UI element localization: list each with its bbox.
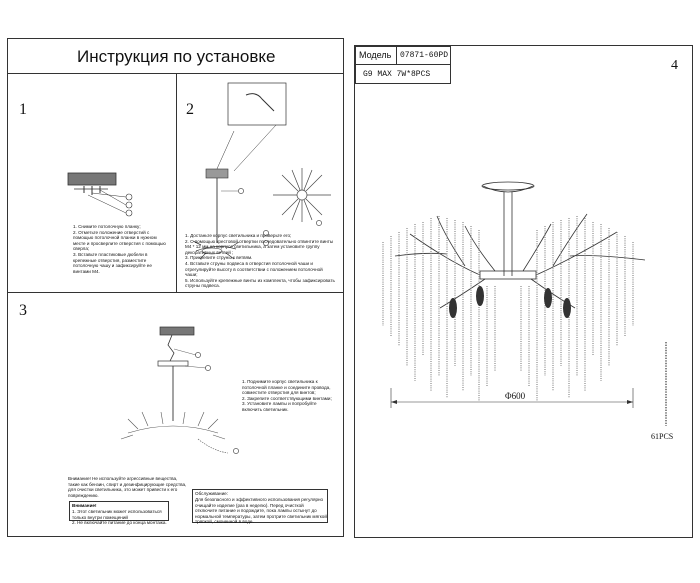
page-number: 4 <box>671 58 678 73</box>
notice-title: Внимание! <box>72 503 97 508</box>
notice-box: Внимание! 1. Этот светильник может испол… <box>69 501 169 525</box>
service-box: Обслуживание: Для безопасного и эффектив… <box>192 489 328 525</box>
step-1-text: 1. Снимите потолочную планку; 2. Отметьт… <box>73 224 166 274</box>
lamp-spec: G9 MAX 7W*8PCS <box>363 70 431 79</box>
right-page: Модель 07871-60PD G9 MAX 7W*8PCS 4 <box>354 45 693 538</box>
model-label: Модель <box>359 50 392 60</box>
model-row-divider <box>356 64 450 65</box>
service-text: Для безопасного и эффективного использов… <box>195 497 327 525</box>
step-2-text: 1. Достаньте корпус светильника и провер… <box>185 233 335 289</box>
pendant-count: 61PCS <box>651 432 674 441</box>
chandelier-drawing <box>382 181 667 426</box>
step-3-text: 1. Поднимите корпус светильника к потоло… <box>242 379 332 412</box>
step-3-illustration <box>120 326 239 454</box>
service-title: Обслуживание: <box>195 491 228 496</box>
warning-text: Внимание! Не используйте агрессивные вещ… <box>68 476 187 498</box>
step-3-number: 3 <box>19 302 27 319</box>
left-page: Инструкция по установке 1 1. Снимите пот… <box>7 38 344 537</box>
column-divider <box>176 73 177 292</box>
step-2-illustration <box>192 82 331 260</box>
step-1-illustration <box>67 172 133 217</box>
instruction-title: Инструкция по установке <box>77 47 276 66</box>
notice-items: 1. Этот светильник может использоваться … <box>72 509 167 526</box>
model-column-divider <box>396 47 397 64</box>
model-table: Модель 07871-60PD G9 MAX 7W*8PCS <box>355 46 451 84</box>
step-2-number: 2 <box>186 101 194 118</box>
title-divider <box>8 73 343 74</box>
step-1-number: 1 <box>19 101 27 118</box>
row-divider <box>8 292 343 293</box>
dimension-label: Φ600 <box>504 391 527 401</box>
model-value: 07871-60PD <box>400 51 449 60</box>
